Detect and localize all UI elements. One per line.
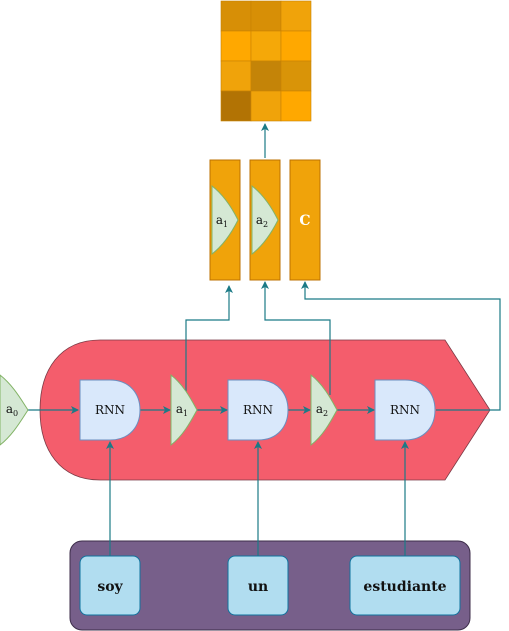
arrow-a2-to-vector <box>261 281 331 395</box>
matrix-cell <box>250 90 282 122</box>
matrix-cell <box>220 90 252 122</box>
rnn-cell-1-label: RNN <box>95 403 125 417</box>
hidden-state-a0-label: a0 <box>6 402 18 418</box>
context-vector: C <box>289 159 321 281</box>
state-vector-2-label: a2 <box>256 213 268 229</box>
matrix-cell <box>280 30 312 62</box>
hidden-state-a2-label: a2 <box>316 402 328 418</box>
matrix-cell <box>280 60 312 92</box>
state-vector-2-marker <box>251 184 279 256</box>
state-vector-1: a1 <box>209 159 241 281</box>
rnn-cell-3: RNN <box>374 379 436 441</box>
matrix-cell <box>220 0 252 32</box>
context-vector-label: C <box>299 213 310 229</box>
input-word-estudiante-label: estudiante <box>363 579 446 595</box>
rnn-cell-2: RNN <box>227 379 289 441</box>
hidden-state-a1-label: a1 <box>176 402 188 418</box>
rnn-cell-1: RNN <box>79 379 141 441</box>
input-word-un-label: un <box>248 579 268 595</box>
matrix-cell <box>280 0 312 32</box>
output-matrix <box>220 0 312 122</box>
state-vector-2: a2 <box>249 159 281 281</box>
arrow-final-to-context <box>301 281 501 411</box>
state-vector-1-label: a1 <box>216 213 228 229</box>
input-word-soy-label: soy <box>97 579 123 595</box>
matrix-cell <box>250 30 282 62</box>
matrix-cell <box>250 60 282 92</box>
hidden-state-a2: a2 <box>310 373 338 447</box>
matrix-cell <box>280 90 312 122</box>
input-word-estudiante: estudiante <box>349 555 461 616</box>
matrix-cell <box>220 30 252 62</box>
hidden-state-a0: a0 <box>0 374 29 446</box>
input-word-soy: soy <box>79 555 141 616</box>
rnn-cell-3-label: RNN <box>390 403 420 417</box>
input-word-un: un <box>227 555 289 616</box>
arrow-a1-to-vector <box>185 285 233 395</box>
state-vector-1-marker <box>211 184 239 256</box>
matrix-cell <box>250 0 282 32</box>
matrix-cell <box>220 60 252 92</box>
hidden-state-a1: a1 <box>170 373 198 447</box>
rnn-cell-2-label: RNN <box>243 403 273 417</box>
